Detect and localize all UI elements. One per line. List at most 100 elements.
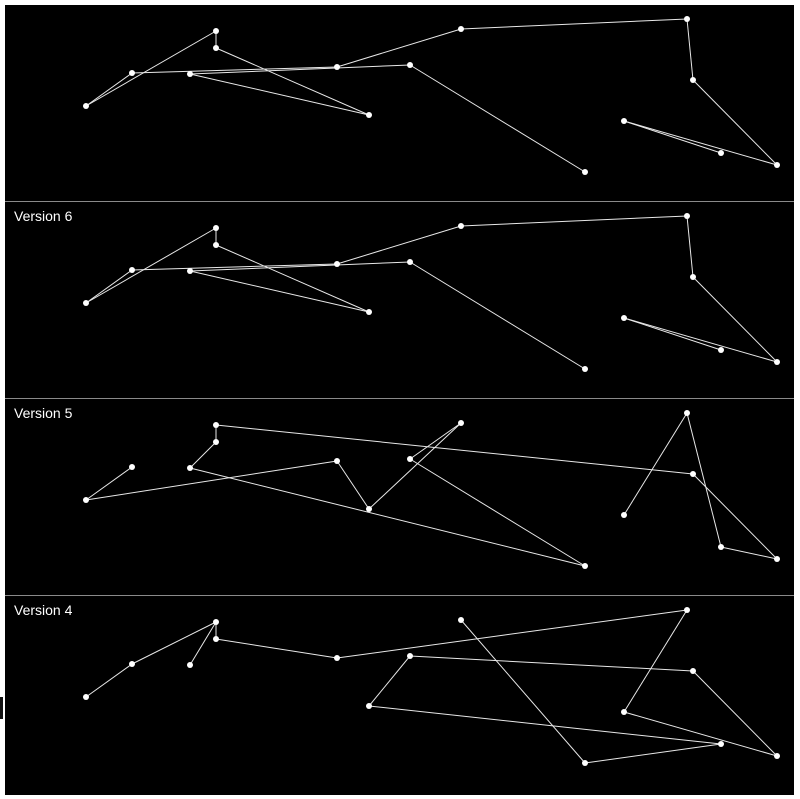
graph-node — [774, 359, 780, 365]
graph-node — [366, 703, 372, 709]
graph-edge — [409, 422, 462, 460]
graph-version-6 — [83, 213, 780, 372]
graph-node — [129, 661, 135, 667]
graph-edge — [368, 422, 462, 510]
graph-edge — [189, 467, 586, 567]
graph-node — [718, 347, 724, 353]
panel-label: Version 6 — [14, 208, 73, 224]
graph-node — [684, 607, 690, 613]
graph-edge — [189, 270, 370, 313]
graph-node — [187, 465, 193, 471]
graph-edge — [460, 215, 688, 227]
panel-version-5: Version 5 — [5, 399, 794, 595]
graph-node — [187, 71, 193, 77]
graph-edge — [692, 670, 778, 757]
graph-edge — [85, 466, 133, 501]
graph-node — [690, 77, 696, 83]
graph-node — [582, 563, 588, 569]
graph-node — [582, 366, 588, 372]
graph-node — [407, 62, 413, 68]
graph-node — [718, 150, 724, 156]
graph-edge — [336, 225, 462, 265]
graph-edge — [692, 276, 778, 363]
graph-node — [774, 162, 780, 168]
graph-edge — [189, 621, 217, 666]
graph-edge — [336, 460, 370, 510]
graph-node — [213, 619, 219, 625]
graph-node — [690, 471, 696, 477]
graph-edge — [409, 655, 694, 672]
graph-node — [187, 268, 193, 274]
graph-edge — [215, 47, 370, 116]
graph-node — [458, 223, 464, 229]
graph-node — [458, 617, 464, 623]
graph-node — [213, 422, 219, 428]
graph-edge — [584, 743, 722, 764]
graph-node — [458, 420, 464, 426]
graph-edge — [336, 609, 688, 659]
graph-node — [366, 112, 372, 118]
graph-node — [718, 544, 724, 550]
graph-node — [334, 261, 340, 267]
graph-node — [334, 655, 340, 661]
graph-node — [129, 464, 135, 470]
graph-node — [621, 512, 627, 518]
graph-node — [407, 456, 413, 462]
graph-node — [407, 259, 413, 265]
graph-node — [83, 694, 89, 700]
graph-edge — [409, 458, 586, 567]
panel-label: Version 4 — [14, 602, 73, 618]
graph-edge — [623, 317, 722, 351]
graph-version-4 — [83, 607, 780, 766]
graph-edge — [623, 120, 778, 166]
graph-edge — [189, 441, 217, 469]
graph-edge — [215, 638, 338, 659]
graph-node — [582, 760, 588, 766]
edge-mark — [0, 697, 3, 719]
graph-edge — [215, 244, 370, 313]
graph-node — [213, 636, 219, 642]
graph-edge — [686, 412, 722, 548]
graph-node — [129, 267, 135, 273]
graph-edge — [189, 64, 411, 75]
graph-current — [83, 16, 780, 175]
graph-node — [621, 315, 627, 321]
graph-node — [718, 741, 724, 747]
panel-current — [5, 5, 794, 201]
graph-node — [213, 28, 219, 34]
graph-edge — [692, 79, 778, 166]
graph-node — [129, 70, 135, 76]
graph-edge — [85, 72, 133, 107]
graph-edge — [189, 261, 411, 272]
panel-label: Version 5 — [14, 405, 73, 421]
graph-node — [83, 300, 89, 306]
graph-edge — [368, 705, 722, 745]
graph-edge — [85, 227, 217, 304]
graph-edge — [460, 619, 586, 764]
graph-node — [684, 213, 690, 219]
graph-node — [334, 458, 340, 464]
graph-edge — [368, 655, 411, 707]
graph-edge — [623, 609, 688, 713]
graph-edge — [336, 28, 462, 68]
panel-version-4: Version 4 — [5, 596, 794, 792]
graph-edge — [623, 412, 688, 516]
graph-node — [621, 118, 627, 124]
graph-edge — [189, 73, 370, 116]
graph-node — [83, 497, 89, 503]
graph-node — [187, 662, 193, 668]
graph-node — [684, 16, 690, 22]
graph-edge — [85, 663, 133, 698]
graph-node — [334, 64, 340, 70]
graph-node — [582, 169, 588, 175]
graph-node — [213, 242, 219, 248]
graph-edge — [720, 546, 778, 560]
graph-node — [690, 274, 696, 280]
graph-node — [366, 506, 372, 512]
graph-edge — [215, 424, 694, 475]
graph-node — [366, 309, 372, 315]
graph-edge — [692, 473, 778, 560]
graph-edge — [686, 215, 694, 278]
graph-edge — [623, 120, 722, 154]
graph-node — [774, 753, 780, 759]
